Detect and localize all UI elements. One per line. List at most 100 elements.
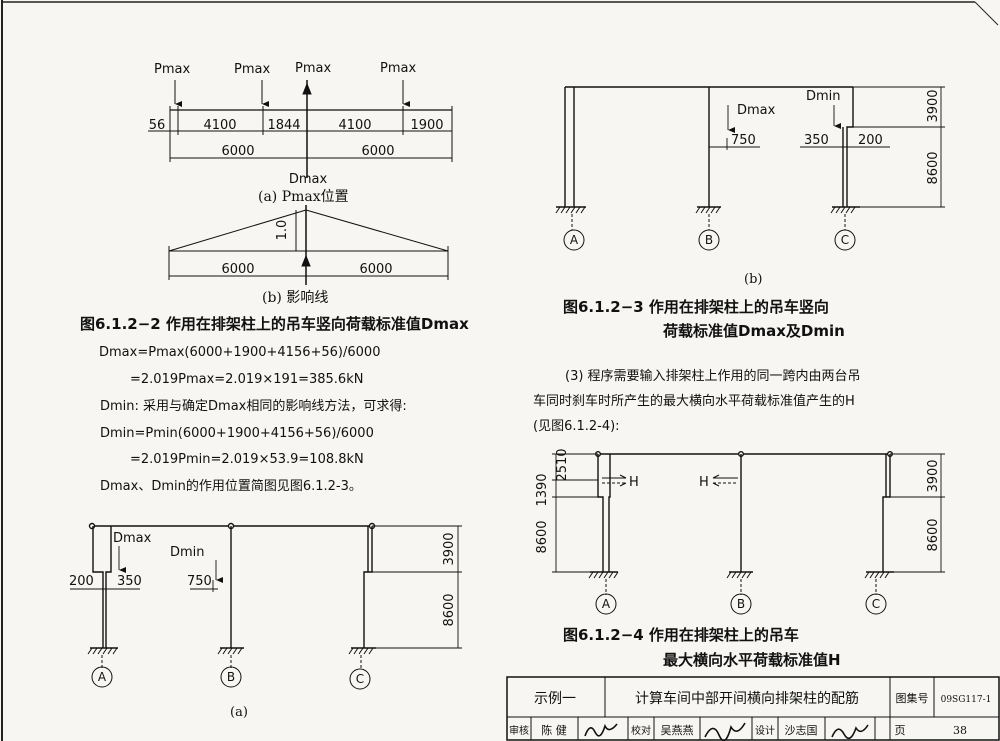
tb-review-name: 陈 健 [541, 723, 567, 737]
calc-line-3: Dmin: 采用与确定Dmax相同的影响线方法，可求得: [100, 398, 407, 414]
frame-a-dmin: Dmin [170, 545, 205, 560]
frame-b-dmax: Dmax [737, 103, 776, 118]
frame-b-dmin: Dmin [806, 89, 841, 104]
frame-c-supports [588, 571, 890, 595]
influence-dim-6000-left: 6000 [221, 262, 254, 277]
signatures [584, 722, 869, 741]
tb-check-name: 吴燕燕 [661, 724, 694, 737]
influence-dim-6000-right: 6000 [359, 262, 392, 277]
frame-c-dim-2510: 2510 [555, 448, 570, 481]
fig-6-1-2-2-title: 图6.1.2−2 作用在排架柱上的吊车竖向荷载标准值Dmax [80, 315, 469, 333]
dim-6000-right: 6000 [361, 144, 394, 159]
tb-atlas-no: 09SG117-1 [941, 695, 992, 705]
pmax-position-diagram [148, 80, 453, 178]
influence-line-labels: 1.0 6000 6000 [221, 220, 392, 277]
frame-c-h-right: H [699, 475, 709, 490]
frame-b-caption: (b) [744, 272, 762, 287]
frame-c-dims [552, 453, 945, 573]
title-block-text: 示例一 计算车间中部开间横向排架柱的配筋 图集号 09SG117-1 审核 陈 … [509, 690, 991, 737]
title-block [506, 676, 1000, 741]
frame-b-axis-b: B [705, 233, 713, 247]
frame-c-dim-8600: 8600 [535, 520, 550, 553]
frame-a-labels: Dmax Dmin 200 350 750 3900 8600 [69, 531, 457, 627]
frame-c-h-arrows [602, 474, 738, 487]
tb-design-name: 沙志国 [785, 724, 818, 737]
paragraph-3: (3) 程序需要输入排架柱上作用的同一跨内由两台吊 车同时刹车时所产生的最大横向… [533, 368, 861, 434]
para-line-1: (3) 程序需要输入排架柱上作用的同一跨内由两台吊 [565, 368, 861, 384]
load-label-1: Pmax [154, 62, 190, 77]
pmax-dimensions: 56 4100 1844 4100 1900 6000 6000 Dmax [149, 118, 444, 187]
frame-a-axes: A B C [91, 666, 371, 690]
frame-c-axis-a: A [602, 597, 611, 611]
dim-1900: 1900 [410, 118, 443, 133]
fig-6-1-2-4-title-2: 最大横向水平荷载标准值H [663, 651, 841, 669]
tb-page-no: 38 [953, 724, 967, 737]
ordinate-1-0: 1.0 [275, 220, 290, 241]
frame-c-h-8600: 8600 [926, 518, 941, 551]
frame-a-supports [87, 647, 374, 668]
pmax-load-labels: Pmax Pmax Pmax Pmax [154, 61, 416, 77]
frame-c-h-3900: 3900 [926, 459, 941, 492]
tb-page-label: 页 [895, 724, 906, 737]
frame-b-diagram [556, 86, 860, 208]
frame-b-axis-a: A [570, 233, 579, 247]
frame-a-axis-b: B [227, 670, 235, 684]
fig-6-1-2-3-title-2: 荷载标准值Dmax及Dmin [663, 322, 845, 340]
frame-a-dim-200: 200 [69, 574, 94, 589]
influence-line-diagram [168, 205, 449, 285]
fig-6-1-2-3-title-1: 图6.1.2−3 作用在排架柱上的吊车竖向 [563, 298, 829, 316]
dim-1844: 1844 [267, 118, 300, 133]
tb-example: 示例一 [534, 691, 576, 707]
dmax-reaction-label: Dmax [289, 172, 328, 187]
frame-c-labels: H H 2510 1390 8600 3900 8600 [535, 448, 941, 553]
frame-c-diagram [590, 451, 894, 573]
calc-line-4: Dmin=Pmin(6000+1900+4156+56)/6000 [100, 426, 374, 441]
dim-4100-left: 4100 [203, 118, 236, 133]
frame-b-axes: A B C [563, 229, 856, 251]
para-line-3: (见图6.1.2-4): [533, 419, 620, 434]
frame-a-h-3900: 3900 [442, 532, 457, 565]
calc-line-1: Dmax=Pmax(6000+1900+4156+56)/6000 [99, 345, 380, 360]
frame-a-dim-350: 350 [117, 574, 142, 589]
frame-a-axis-a: A [98, 670, 107, 684]
frame-b-labels: Dmax Dmin 750 350 200 3900 8600 [731, 89, 941, 185]
dim-4100-right: 4100 [338, 118, 371, 133]
frame-b-dim-750: 750 [731, 133, 756, 148]
fig-a-top-caption: (a) Pmax位置 [258, 189, 349, 205]
frame-c-dim-1390: 1390 [535, 473, 550, 506]
frame-a-diagram [88, 522, 376, 649]
load-label-4: Pmax [380, 61, 416, 76]
frame-a-dim-750: 750 [187, 574, 212, 589]
frame-a-dims [70, 525, 462, 649]
calc-line-6: Dmax、Dmin的作用位置简图见图6.1.2-3。 [100, 478, 362, 494]
frame-c-axis-c: C [872, 597, 880, 611]
frame-a-axis-c: C [356, 672, 364, 686]
calc-line-5: =2.019Pmin=2.019×53.9=108.8kN [130, 452, 364, 467]
dim-56: 56 [149, 118, 166, 133]
tb-title: 计算车间中部开间横向排架柱的配筋 [635, 690, 859, 707]
para-line-2: 车同时刹车时所产生的最大横向水平荷载标准值产生的H [533, 393, 855, 409]
frame-c-h-left: H [629, 475, 639, 490]
load-label-2: Pmax [234, 62, 270, 77]
frame-b-axis-c: C [841, 233, 849, 247]
frame-b-h-8600: 8600 [926, 151, 941, 184]
frame-a-h-8600: 8600 [442, 593, 457, 626]
load-label-3: Pmax [295, 61, 331, 76]
frame-a-dmax: Dmax [113, 531, 152, 546]
frame-b-dims [709, 86, 945, 208]
frame-b-dim-350: 350 [804, 133, 829, 148]
calc-line-2: =2.019Pmax=2.019×191=385.6kN [130, 372, 363, 387]
frame-b-supports [555, 206, 856, 230]
tb-atlas-label: 图集号 [896, 691, 929, 705]
dim-6000-left: 6000 [221, 144, 254, 159]
frame-a-caption: (a) [230, 705, 248, 720]
tb-review-label: 审核 [509, 724, 529, 737]
frame-b-dim-200: 200 [858, 133, 883, 148]
frame-c-axis-b: B [737, 597, 745, 611]
fig-6-1-2-4-title-1: 图6.1.2−4 作用在排架柱上的吊车 [563, 626, 799, 644]
calculation-text: Dmax=Pmax(6000+1900+4156+56)/6000 =2.019… [99, 345, 407, 494]
frame-c-axes: A B C [595, 593, 887, 615]
